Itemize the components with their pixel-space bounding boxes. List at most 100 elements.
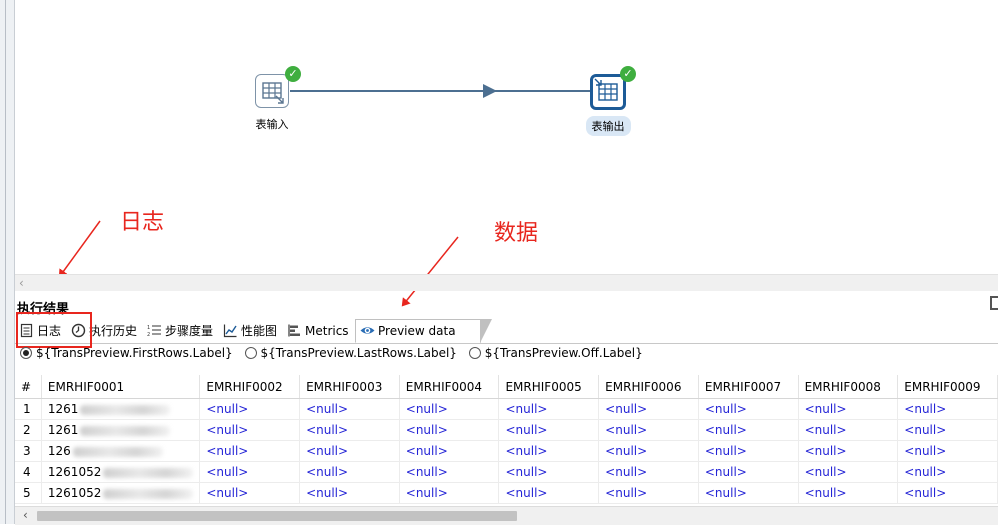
table-cell[interactable]: <null>	[199, 461, 301, 483]
table-cell[interactable]: <null>	[698, 398, 799, 420]
cell-value: 1261052	[47, 465, 102, 479]
radio-last-rows[interactable]: ${TransPreview.LastRows.Label}	[244, 346, 457, 360]
table-cell[interactable]: <null>	[598, 482, 699, 504]
table-cell[interactable]: <null>	[798, 440, 899, 462]
annotation-log: 日志	[120, 210, 165, 235]
table-cell[interactable]: <null>	[798, 482, 899, 504]
radio-dot	[244, 347, 257, 359]
table-cell[interactable]: <null>	[299, 398, 400, 420]
cell-value: 1261052	[47, 486, 102, 500]
success-check-icon: ✓	[620, 66, 636, 82]
table-cell[interactable]: <null>	[299, 461, 400, 483]
column-header-rownum[interactable]: #	[15, 375, 42, 399]
table-cell[interactable]: <null>	[798, 398, 899, 420]
table-cell[interactable]: 1261052	[41, 461, 201, 483]
step-table-output[interactable]: ✓ 表输出	[583, 66, 636, 136]
table-cell[interactable]: <null>	[897, 398, 998, 420]
column-header[interactable]: EMRHIF0006	[598, 375, 699, 399]
scroll-left-icon[interactable]: ‹	[23, 508, 28, 522]
table-cell[interactable]: <null>	[199, 419, 301, 441]
tab-metrics[interactable]: Metrics	[287, 320, 349, 342]
row-number: 1	[15, 398, 42, 420]
tab-history[interactable]: 执行历史	[71, 320, 137, 342]
table-cell[interactable]: 1261052	[41, 482, 201, 504]
tab-preview-data[interactable]: Preview data	[355, 319, 492, 343]
table-cell[interactable]: <null>	[598, 461, 699, 483]
transformation-canvas[interactable]	[15, 0, 998, 274]
radio-dot	[468, 347, 481, 359]
table-cell[interactable]: <null>	[498, 461, 600, 483]
tab-label: 性能图	[241, 324, 278, 338]
tab-log[interactable]: 日志	[19, 320, 61, 342]
table-input-icon	[255, 74, 289, 108]
cell-value: 126	[47, 444, 71, 458]
table-cell[interactable]: <null>	[199, 398, 301, 420]
table-cell[interactable]: <null>	[399, 482, 500, 504]
table-cell[interactable]: <null>	[698, 461, 799, 483]
table-cell[interactable]: <null>	[399, 461, 500, 483]
column-header[interactable]: EMRHIF0005	[498, 375, 600, 399]
column-header[interactable]: EMRHIF0002	[199, 375, 301, 399]
table-cell[interactable]: <null>	[897, 461, 998, 483]
tab-performance-chart[interactable]: 性能图	[223, 320, 277, 342]
table-cell[interactable]: <null>	[698, 482, 799, 504]
table-cell[interactable]: <null>	[498, 482, 600, 504]
table-cell[interactable]: <null>	[598, 419, 699, 441]
hop-arrow-head	[483, 84, 497, 98]
table-cell[interactable]: <null>	[299, 440, 400, 462]
table-cell[interactable]: <null>	[598, 398, 699, 420]
table-cell[interactable]: <null>	[498, 440, 600, 462]
hop-arrow[interactable]	[290, 84, 590, 98]
metrics-icon	[287, 323, 302, 338]
canvas-horizontal-scrollbar[interactable]: ‹	[15, 274, 998, 291]
table-cell[interactable]: <null>	[698, 440, 799, 462]
table-cell[interactable]: <null>	[399, 398, 500, 420]
column-header[interactable]: EMRHIF0001	[41, 375, 201, 399]
table-cell[interactable]: 1261	[41, 419, 201, 441]
log-icon	[19, 323, 34, 338]
radio-off[interactable]: ${TransPreview.Off.Label}	[468, 346, 643, 360]
preview-data-table[interactable]: # EMRHIF0001 EMRHIF0002 EMRHIF0003 EMRHI…	[15, 375, 998, 506]
column-header[interactable]: EMRHIF0007	[698, 375, 799, 399]
table-cell[interactable]: <null>	[897, 482, 998, 504]
radio-first-rows[interactable]: ${TransPreview.FirstRows.Label}	[20, 346, 233, 360]
table-cell[interactable]: <null>	[299, 419, 400, 441]
table-cell[interactable]: <null>	[698, 419, 799, 441]
maximize-icon[interactable]	[990, 296, 998, 310]
table-cell[interactable]: <null>	[299, 482, 400, 504]
table-cell[interactable]: <null>	[598, 440, 699, 462]
cell-value: 1261	[47, 402, 79, 416]
success-check-icon: ✓	[285, 66, 301, 82]
table-cell[interactable]: <null>	[199, 440, 301, 462]
table-cell[interactable]: <null>	[199, 482, 301, 504]
column-header[interactable]: EMRHIF0009	[897, 375, 998, 399]
table-cell[interactable]: 1261	[41, 398, 201, 420]
table-cell[interactable]: <null>	[897, 440, 998, 462]
column-header[interactable]: EMRHIF0003	[299, 375, 400, 399]
table-cell[interactable]: <null>	[399, 440, 500, 462]
table-cell[interactable]: <null>	[399, 419, 500, 441]
table-cell[interactable]: <null>	[897, 419, 998, 441]
table-cell[interactable]: <null>	[498, 398, 600, 420]
table-cell[interactable]: <null>	[498, 419, 600, 441]
row-number: 4	[15, 461, 42, 483]
table-cell[interactable]: 126	[41, 440, 201, 462]
table-cell[interactable]: <null>	[798, 461, 899, 483]
radio-label: ${TransPreview.FirstRows.Label}	[36, 346, 233, 360]
table-horizontal-scrollbar[interactable]: ‹	[15, 506, 998, 525]
redacted-value	[80, 425, 171, 436]
annotation-data: 数据	[494, 221, 539, 246]
table-cell[interactable]: <null>	[798, 419, 899, 441]
step-table-input[interactable]: ✓ 表输入	[248, 66, 301, 134]
column-header[interactable]: EMRHIF0004	[399, 375, 500, 399]
column-header[interactable]: EMRHIF0008	[798, 375, 899, 399]
scrollbar-thumb[interactable]	[37, 511, 517, 521]
scroll-left-icon[interactable]: ‹	[19, 276, 24, 290]
